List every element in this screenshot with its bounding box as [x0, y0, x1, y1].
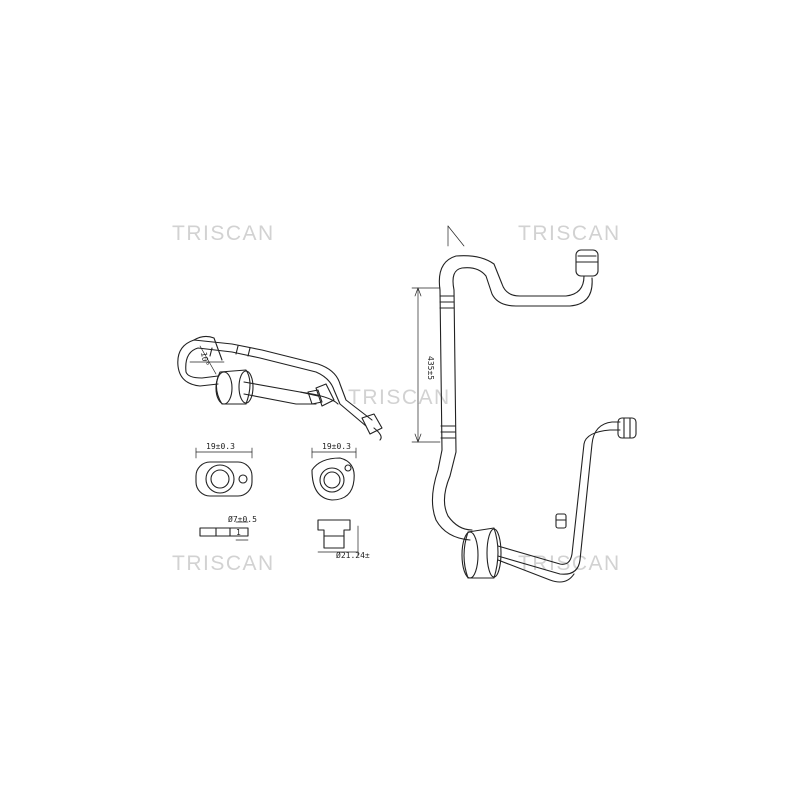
right-muffler	[461, 527, 502, 579]
washer-right-side	[317, 519, 359, 557]
watermark-top-left: TRISCAN	[172, 222, 275, 245]
watermark-top-right: TRISCAN	[518, 222, 621, 245]
length-dim	[411, 225, 465, 443]
right-pipe	[431, 249, 637, 583]
washer-right-thickness-label: 19±0.3	[322, 442, 351, 451]
washer-left-diameter-label: Ø7±0.5	[228, 514, 257, 524]
watermark-center: TRISCAN	[348, 386, 451, 409]
left-pipe	[177, 335, 383, 441]
pipe-length-label: 435±5	[426, 356, 435, 380]
washer-right-front	[311, 447, 357, 501]
washer-left-thickness-label: 19±0.3	[206, 442, 235, 451]
left-muffler	[215, 369, 254, 405]
washer-right-diameter-label: Ø21.24±	[336, 550, 370, 560]
small-tolerance-label: 1	[236, 528, 241, 537]
washer-left-side	[199, 521, 249, 541]
washer-left-front	[195, 447, 253, 497]
left-angle-label: 10°	[199, 351, 210, 367]
watermark-bottom-left: TRISCAN	[172, 552, 275, 575]
left-angle-dim	[189, 345, 225, 375]
